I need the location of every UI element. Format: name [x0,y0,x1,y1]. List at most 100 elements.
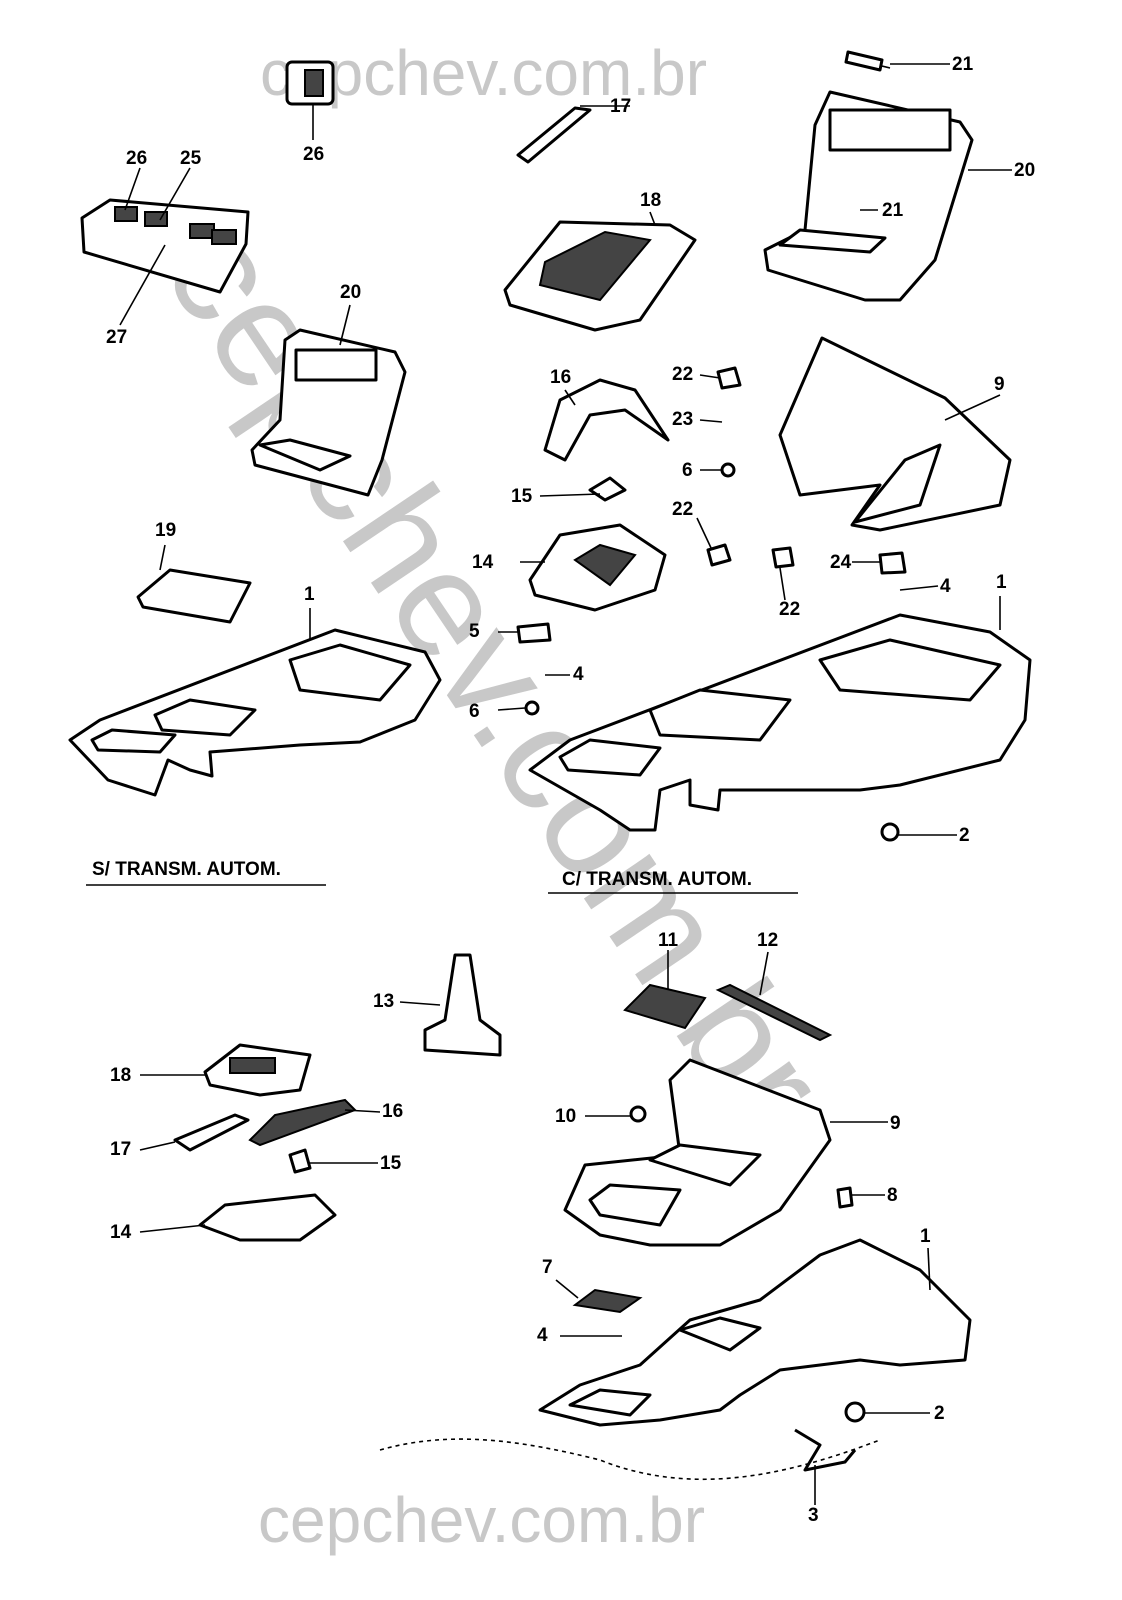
part-nut-22c [771,546,795,569]
part-number-label: 1 [920,1226,931,1247]
part-number-label: 16 [382,1101,403,1122]
leader-line [696,517,713,551]
part-number-label: 21 [952,54,974,75]
part-number-label: 27 [106,327,127,348]
part-number-label: 7 [542,1257,553,1278]
part-number-label: 17 [610,96,631,117]
part-console-1-auto [538,1238,972,1427]
leader-line [139,1141,176,1151]
part-number-label: 14 [472,552,494,573]
part-nut-22b [706,543,732,567]
leader-line [399,1001,441,1006]
leader-line [649,211,656,226]
leader-line [944,394,1001,421]
floor-outline [379,1438,881,1481]
part-nut-22a [716,366,742,390]
part-number-label: 6 [682,460,693,481]
leader-line [139,1224,206,1233]
part-number-label: 11 [658,930,679,951]
leader-line [539,493,601,497]
part-number-label: 18 [110,1065,131,1086]
part-number-label: 9 [994,374,1005,395]
part-shift-base-14-small [198,1193,337,1242]
part-number-label: 9 [890,1113,901,1134]
leader-line [344,1109,381,1113]
leader-line [699,374,721,379]
part-number-label: 24 [830,552,852,573]
leader-line [699,419,723,423]
part-console-9 [778,336,1012,532]
part-clip-15-small [288,1148,312,1174]
part-number-label: 8 [887,1185,898,1206]
part-screw-21 [844,50,884,72]
part-number-label: 15 [511,486,533,507]
leader-line [779,567,786,601]
leader-line [159,544,166,571]
part-number-label: 23 [672,409,693,430]
part-number-label: 20 [1014,160,1035,181]
part-number-label: 10 [555,1106,576,1127]
leader-line [759,951,769,996]
part-number-label: 2 [934,1403,945,1424]
part-number-label: 19 [155,520,176,541]
leader-line [564,389,576,406]
part-number-label: 25 [180,148,202,169]
part-pad-11 [623,983,707,1030]
part-number-label: 3 [808,1505,819,1526]
part-boot-13 [423,953,502,1057]
leader-line [497,707,526,711]
leader-line [555,1279,579,1299]
leader-line [899,585,939,591]
part-number-label: 21 [882,200,904,221]
part-switch [285,60,335,106]
part-cover-18 [503,220,697,332]
part-number-label: 4 [940,576,951,597]
part-clip-15 [588,476,627,502]
part-number-label: 17 [110,1139,131,1160]
part-washer-6b [524,700,540,716]
part-number-label: 26 [303,144,324,165]
part-clip-8 [836,1186,854,1209]
part-number-label: 4 [537,1325,548,1346]
leader-line [339,304,351,346]
part-plug-2 [880,822,900,842]
part-shift-cover-16-small [248,1098,357,1147]
part-number-label: 22 [672,499,693,520]
part-number-label: 14 [110,1222,132,1243]
part-number-label: 15 [380,1153,402,1174]
part-console-9-auto [563,1058,832,1247]
part-number-label: 6 [469,701,480,722]
leader-lines [119,63,1012,1505]
part-clip-24 [878,551,907,575]
part-number-label: 1 [996,572,1007,593]
leader-line [124,167,141,211]
part-shift-cover-16 [543,378,670,462]
part-cover-18-small [203,1043,312,1097]
part-plug-2-auto [844,1401,866,1423]
watermark-bottom: cepchev.com.br [258,1484,705,1556]
part-washer-6a [720,462,736,478]
part-number-label: 2 [959,825,970,846]
leader-line [159,167,191,221]
part-strip-12 [715,983,833,1042]
part-number-label: 20 [340,282,361,303]
part-number-label: 12 [757,930,778,951]
section-manual-title: S/ TRANSM. AUTOM. [92,859,281,880]
leader-line [119,244,166,326]
part-number-label: 5 [469,621,480,642]
part-strip-17 [516,106,592,164]
part-frame-left [250,328,407,497]
section-automatic-title: C/ TRANSM. AUTOM. [562,869,752,890]
part-console-right [528,613,1032,832]
part-bolt-10 [629,1105,647,1123]
part-frame-20-right [763,90,974,302]
part-number-label: 1 [304,584,315,605]
part-shift-base-14 [528,523,667,612]
part-number-label: 22 [779,599,800,620]
part-bezel-19 [136,568,252,624]
part-bracket-3 [794,1428,857,1472]
part-number-label: 18 [640,190,661,211]
part-strip-17-small [173,1113,250,1152]
